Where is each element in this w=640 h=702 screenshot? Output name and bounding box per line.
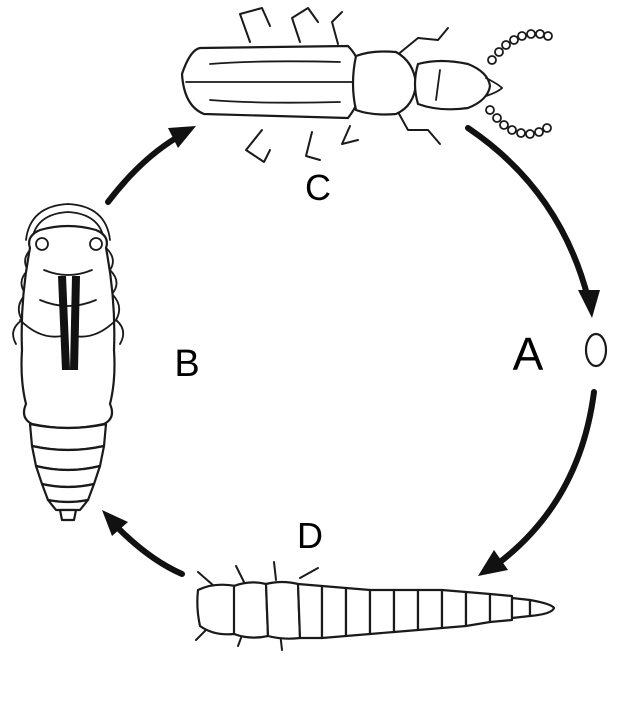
stage-label-c: C [305,167,331,208]
adult-beetle-illustration [180,7,553,163]
beetle-antenna-lower [485,105,552,139]
arrow-egg-to-larva [478,389,597,576]
stage-label-d: D [297,515,323,556]
pupa-leg-mark-right [70,276,80,370]
beetle-antenna-upper [487,29,553,65]
arrow-pupa-to-adult [105,126,196,205]
egg-illustration [584,332,608,368]
arrow-adult-to-egg [465,125,600,318]
stage-label-a: A [513,328,544,380]
larva-illustration [195,561,556,651]
pupa-illustration [12,203,125,522]
stage-label-b: B [174,343,199,385]
pupa-leg-mark-left [58,276,70,370]
arrow-larva-to-pupa [102,510,185,577]
cycle-arrows [102,125,600,577]
